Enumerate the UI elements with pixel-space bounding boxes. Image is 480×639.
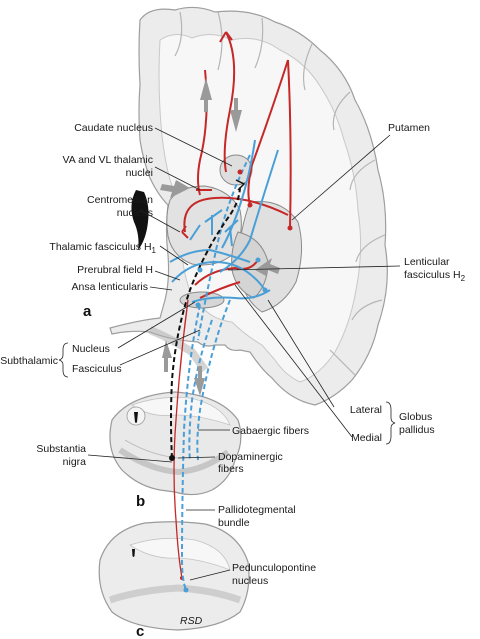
label-centromedian-2: nucleus: [117, 207, 153, 219]
panel-label-a: a: [83, 303, 92, 320]
label-putamen: Putamen: [388, 122, 430, 134]
label-nucleus: Nucleus: [72, 343, 110, 355]
label-lenticular-1: Lenticular: [404, 256, 450, 268]
label-va-vl-2: nuclei: [126, 167, 153, 179]
label-ansa-lenticularis: Ansa lenticularis: [72, 281, 148, 293]
label-va-vl-1: VA and VL thalamic: [63, 154, 153, 166]
midbrain-section: [109, 391, 242, 496]
label-globus: Globus: [399, 411, 432, 423]
label-pedunculopontine-2: nucleus: [232, 575, 268, 587]
label-thalamic-fasciculus: Thalamic fasciculus H1: [49, 241, 156, 255]
label-pallidotegmental-2: bundle: [218, 517, 250, 529]
labels: Caudate nucleus VA and VL thalamic nucle…: [0, 122, 465, 639]
label-substantia: Substantia: [36, 443, 86, 455]
label-fasciculus: Fasciculus: [72, 363, 122, 375]
label-pallidotegmental-1: Pallidotegmental: [218, 504, 296, 516]
label-prerubral-field: Prerubral field H: [77, 264, 153, 276]
label-dopaminergic-2: fibers: [218, 463, 244, 475]
panel-label-c: c: [136, 623, 144, 639]
lateral-ventricle: [131, 190, 149, 250]
leader-lines: [58, 127, 401, 581]
label-medial: Medial: [351, 432, 382, 444]
label-pedunculopontine-1: Pedunculopontine: [232, 562, 316, 574]
flow-arrows: [160, 78, 280, 396]
label-centromedian-1: Centromedian: [87, 194, 153, 206]
pons-section: [98, 521, 250, 631]
label-pallidus: pallidus: [399, 424, 435, 436]
panel-label-b: b: [136, 493, 145, 510]
label-gabaergic-fibers: Gabaergic fibers: [232, 425, 309, 437]
label-caudate-nucleus: Caudate nucleus: [74, 122, 153, 134]
label-subthalamic: Subthalamic: [0, 355, 58, 367]
label-dopaminergic-1: Dopaminergic: [218, 451, 283, 463]
artist-signature: RSD: [180, 615, 203, 627]
label-lenticular-2: fasciculus H2: [404, 269, 466, 283]
label-lateral: Lateral: [350, 404, 382, 416]
label-nigra: nigra: [63, 456, 87, 468]
